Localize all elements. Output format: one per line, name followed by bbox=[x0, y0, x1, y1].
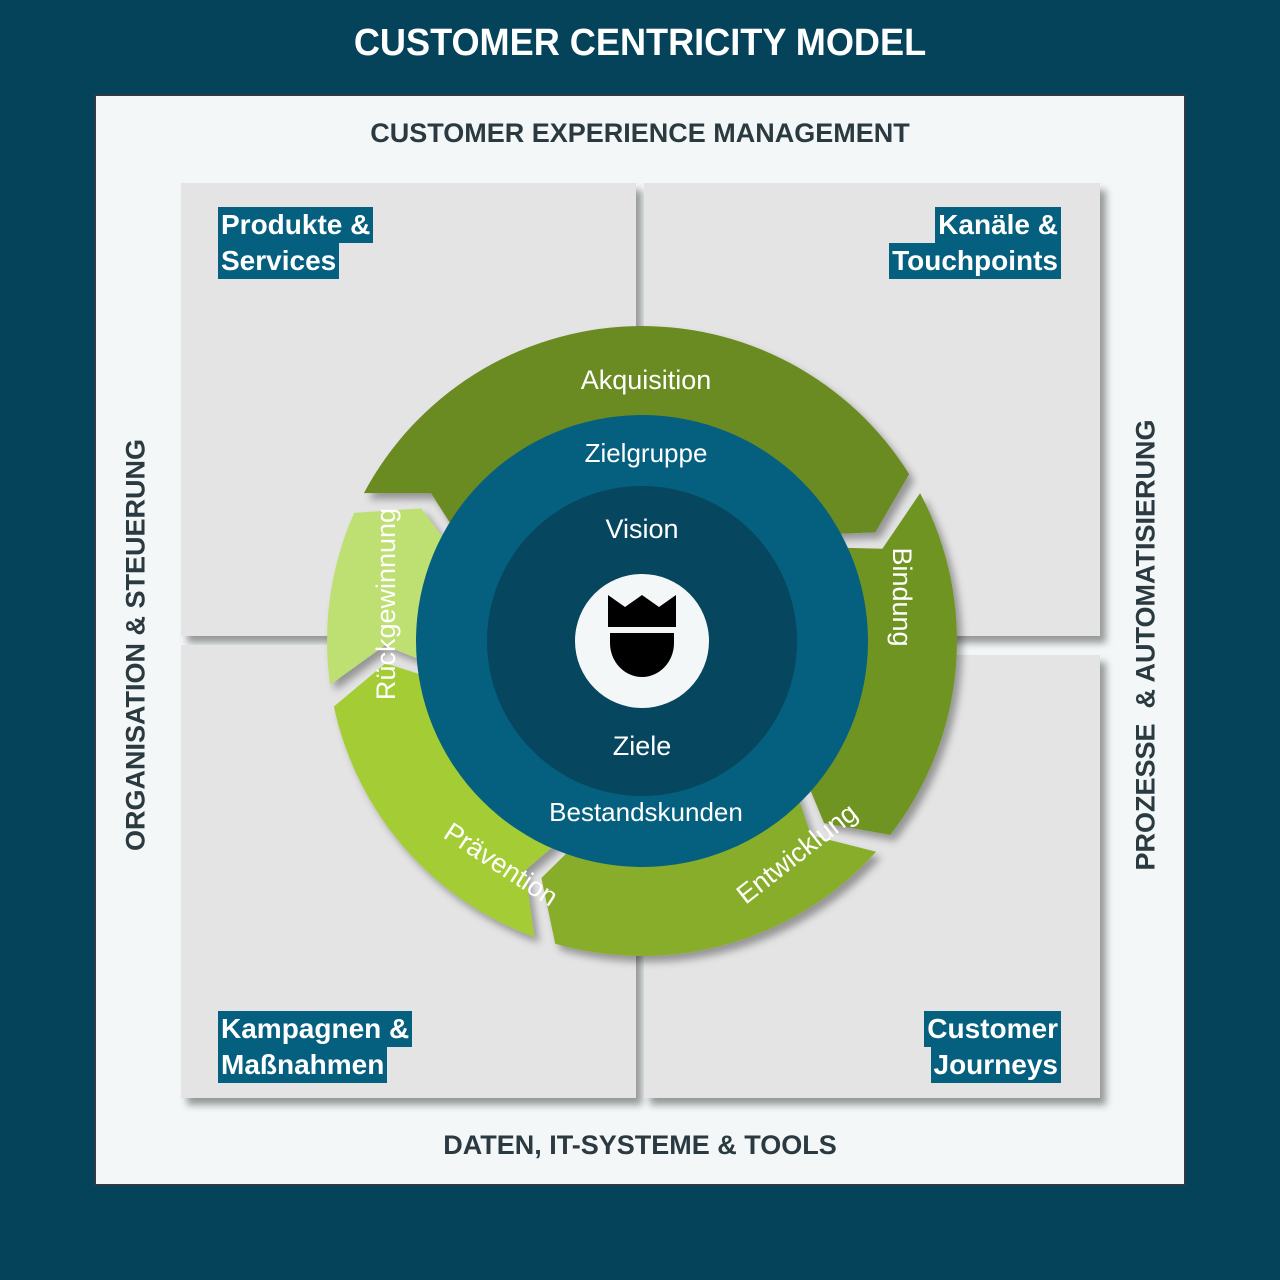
frame-label-bottom: DATEN, IT-SYSTEME & TOOLS bbox=[443, 1130, 837, 1160]
quadrant-label-kampagnen-massnahmen: Kampagnen & Maßnahmen bbox=[218, 1011, 413, 1083]
quadrant-label-line: Journeys bbox=[930, 1047, 1061, 1083]
quadrant-label-line: Produkte & bbox=[218, 207, 374, 243]
quadrant-label-line: Kanäle & bbox=[935, 207, 1061, 243]
segment-label-akquisition: Akquisition bbox=[581, 365, 712, 395]
quadrant-label-line: Customer bbox=[924, 1011, 1061, 1047]
crown-king-icon bbox=[608, 595, 676, 677]
segment-label-rückgewinnung: Rückgewinnung bbox=[371, 508, 401, 700]
outer-segment-entwicklung bbox=[541, 774, 877, 957]
quadrant-label-kanaele-touchpoints: Kanäle & Touchpoints bbox=[889, 207, 1061, 279]
segment-label-bindung: Bindung bbox=[887, 547, 917, 646]
frame-label-top: CUSTOMER EXPERIENCE MANAGEMENT bbox=[370, 118, 910, 148]
middle-ring-top-label: Zielgruppe bbox=[585, 438, 708, 468]
quadrant-label-produkte-services: Produkte & Services bbox=[218, 207, 374, 279]
quadrant-label-customer-journeys: Customer Journeys bbox=[924, 1011, 1061, 1083]
quadrant-label-line: Touchpoints bbox=[889, 243, 1061, 279]
quadrant-label-line: Maßnahmen bbox=[218, 1047, 388, 1083]
inner-circle-bottom-label: Ziele bbox=[613, 731, 672, 761]
outer-segment-prävention bbox=[333, 663, 574, 937]
middle-ring-bottom-label: Bestandskunden bbox=[549, 797, 743, 827]
quadrant-label-line: Services bbox=[218, 243, 340, 279]
inner-circle-top-label: Vision bbox=[605, 514, 678, 544]
quadrant-label-line: Kampagnen & bbox=[218, 1011, 413, 1047]
page-title: CUSTOMER CENTRICITY MODEL bbox=[353, 22, 927, 64]
